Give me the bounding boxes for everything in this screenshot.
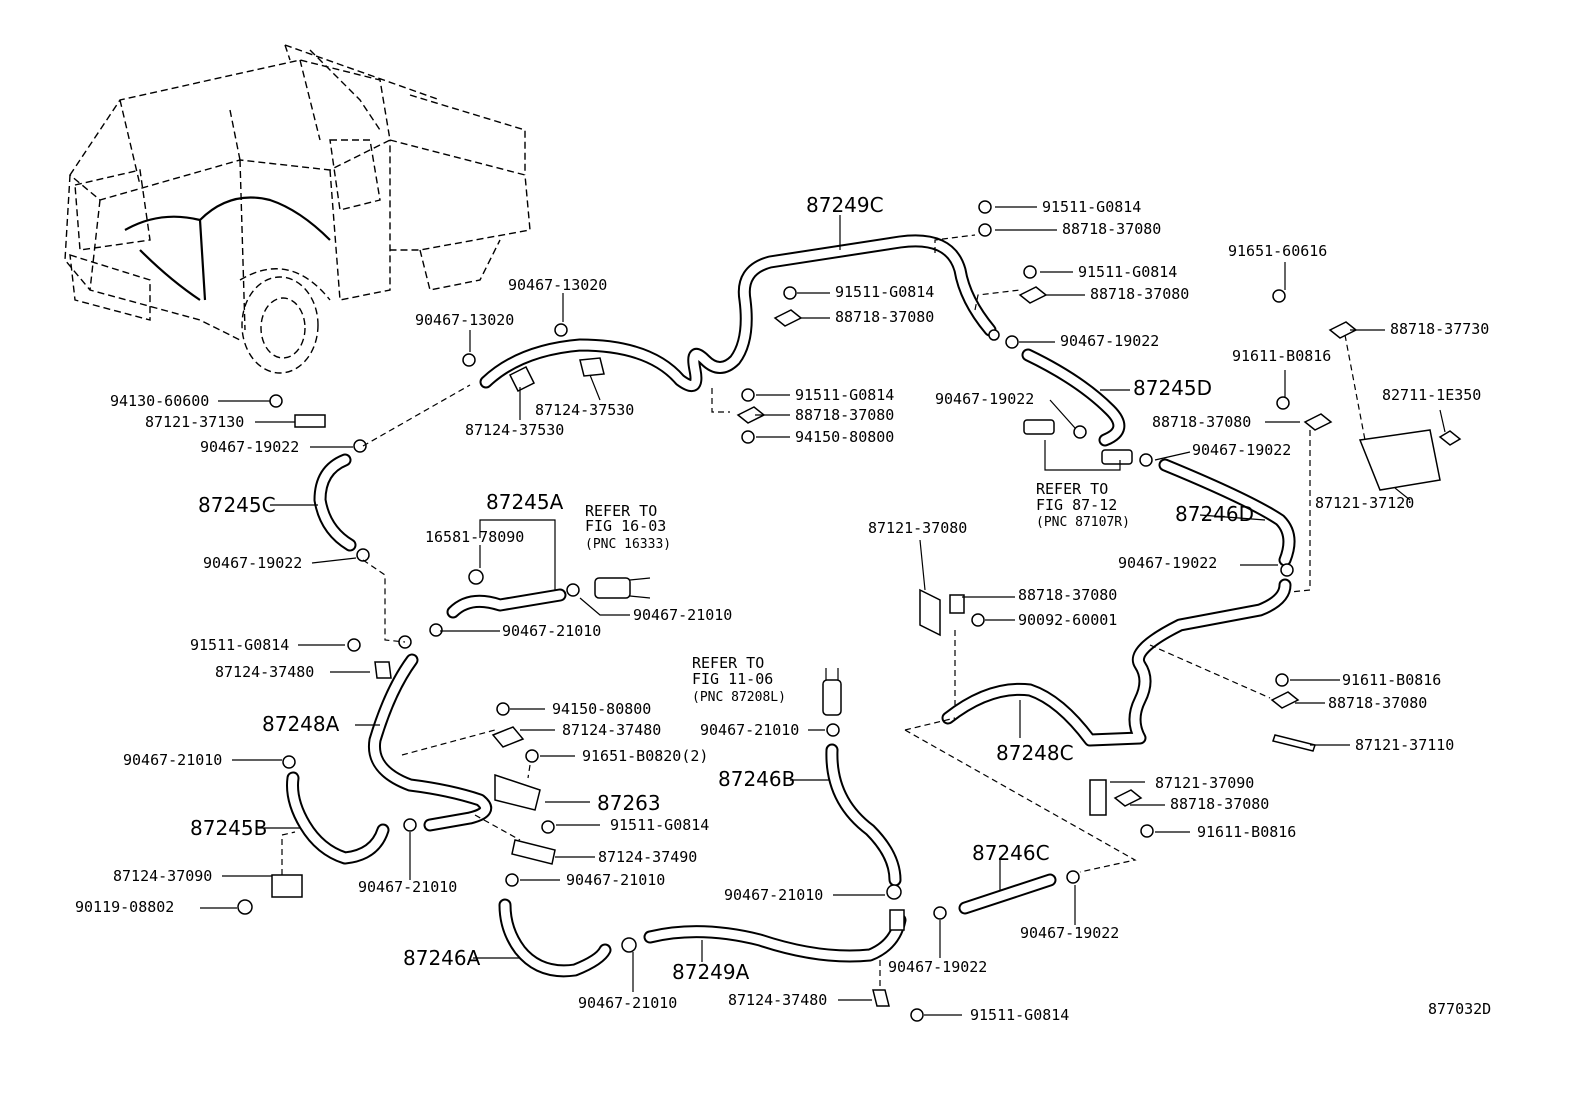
ref2-line3: (PNC 87107R) [1036,515,1130,530]
part-label: 90119-08802 [75,898,174,916]
part-label: 94150-80800 [795,428,894,446]
part-label: 91511-G0814 [1078,263,1177,281]
part-label: 90467-21010 [123,751,222,769]
ref3-line2: FIG 11-06 [692,670,773,688]
part-label: 87124-37480 [728,991,827,1009]
ref2-line1: REFER TO [1036,480,1108,498]
part-label: 88718-37730 [1390,320,1489,338]
part-label: 90467-21010 [578,994,677,1012]
part-label: 91611-B0816 [1232,347,1331,365]
part-label: 88718-37080 [1062,220,1161,238]
ref2-line2: FIG 87-12 [1036,496,1117,514]
part-label: 90467-21010 [566,871,665,889]
part-label: 88718-37080 [795,406,894,424]
part-label: 90467-13020 [508,276,607,294]
part-label: 87121-37130 [145,413,244,431]
assembly-labels: 87249C 87245D 87245C 87245A 87246D 87248… [190,193,1254,984]
part-label: 91511-G0814 [190,636,289,654]
part-label: 90467-21010 [724,886,823,904]
label-87246C: 87246C [972,841,1050,865]
part-label: 91511-G0814 [970,1006,1069,1024]
part-number-labels: 91511-G0814 88718-37080 91511-G0814 8871… [75,198,1489,1024]
label-87245D: 87245D [1133,376,1212,400]
part-label: 90467-21010 [700,721,799,739]
part-label: 90467-19022 [1118,554,1217,572]
ref1-line3: (PNC 16333) [585,537,671,552]
part-label: 87124-37490 [598,848,697,866]
part-label: 87121-37090 [1155,774,1254,792]
leader-lines [200,206,1446,1016]
part-label: 87124-37530 [535,401,634,419]
part-label: 82711-1E350 [1382,386,1481,404]
part-label: 90467-19022 [888,958,987,976]
part-label: 90092-60001 [1018,611,1117,629]
hoses [286,234,1296,978]
part-label: 91511-G0814 [795,386,894,404]
part-label: 88718-37080 [1170,795,1269,813]
part-label: 87121-37120 [1315,494,1414,512]
part-label: 90467-19022 [200,438,299,456]
ref3-line3: (PNC 87208L) [692,690,786,705]
part-label: 88718-37080 [1090,285,1189,303]
small-parts [237,200,1462,1022]
label-87246B: 87246B [718,767,795,791]
part-label: 88718-37080 [835,308,934,326]
part-label: 90467-19022 [935,390,1034,408]
part-label: 88718-37080 [1152,413,1251,431]
label-87248A: 87248A [262,712,340,736]
part-label: 87124-37480 [215,663,314,681]
part-label: 87121-37080 [868,519,967,537]
part-label: 88718-37080 [1018,586,1117,604]
part-label: 90467-19022 [1192,441,1291,459]
dashed-guides [281,234,1366,990]
part-label: 91611-B0816 [1342,671,1441,689]
part-label: 87124-37530 [465,421,564,439]
part-label: 91611-B0816 [1197,823,1296,841]
ref1-line1: REFER TO [585,502,657,520]
part-label: 90467-21010 [633,606,732,624]
reference-notes: REFER TO FIG 16-03 (PNC 16333) REFER TO … [585,480,1130,705]
label-87245C: 87245C [198,493,276,517]
label-87245A: 87245A [486,490,564,514]
ref1-line2: FIG 16-03 [585,517,666,535]
label-87249C: 87249C [806,193,884,217]
label-87245B: 87245B [190,816,267,840]
part-label: 91651-60616 [1228,242,1327,260]
diagram-id: 877032D [1428,1000,1491,1018]
part-label: 88718-37080 [1328,694,1427,712]
part-label: 91511-G0814 [835,283,934,301]
part-label: 90467-19022 [1060,332,1159,350]
label-87246A: 87246A [403,946,481,970]
part-label: 91511-G0814 [610,816,709,834]
part-label: 94130-60600 [110,392,209,410]
part-label: 91651-B0820(2) [582,747,708,765]
part-label: 90467-13020 [415,311,514,329]
reference-pipes [594,419,1133,716]
part-label: 91511-G0814 [1042,198,1141,216]
label-87248C: 87248C [996,741,1074,765]
truck-illustration [64,44,531,374]
part-label: 16581-78090 [425,528,524,546]
label-87246D: 87246D [1175,502,1254,526]
part-label: 87121-37110 [1355,736,1454,754]
part-label: 90467-19022 [203,554,302,572]
ref3-line1: REFER TO [692,654,764,672]
label-87249A: 87249A [672,960,750,984]
part-label: 90467-21010 [502,622,601,640]
part-label: 94150-80800 [552,700,651,718]
part-label: 87124-37090 [113,867,212,885]
part-label: 90467-19022 [1020,924,1119,942]
part-label: 87124-37480 [562,721,661,739]
label-87263: 87263 [597,791,661,815]
part-label: 90467-21010 [358,878,457,896]
